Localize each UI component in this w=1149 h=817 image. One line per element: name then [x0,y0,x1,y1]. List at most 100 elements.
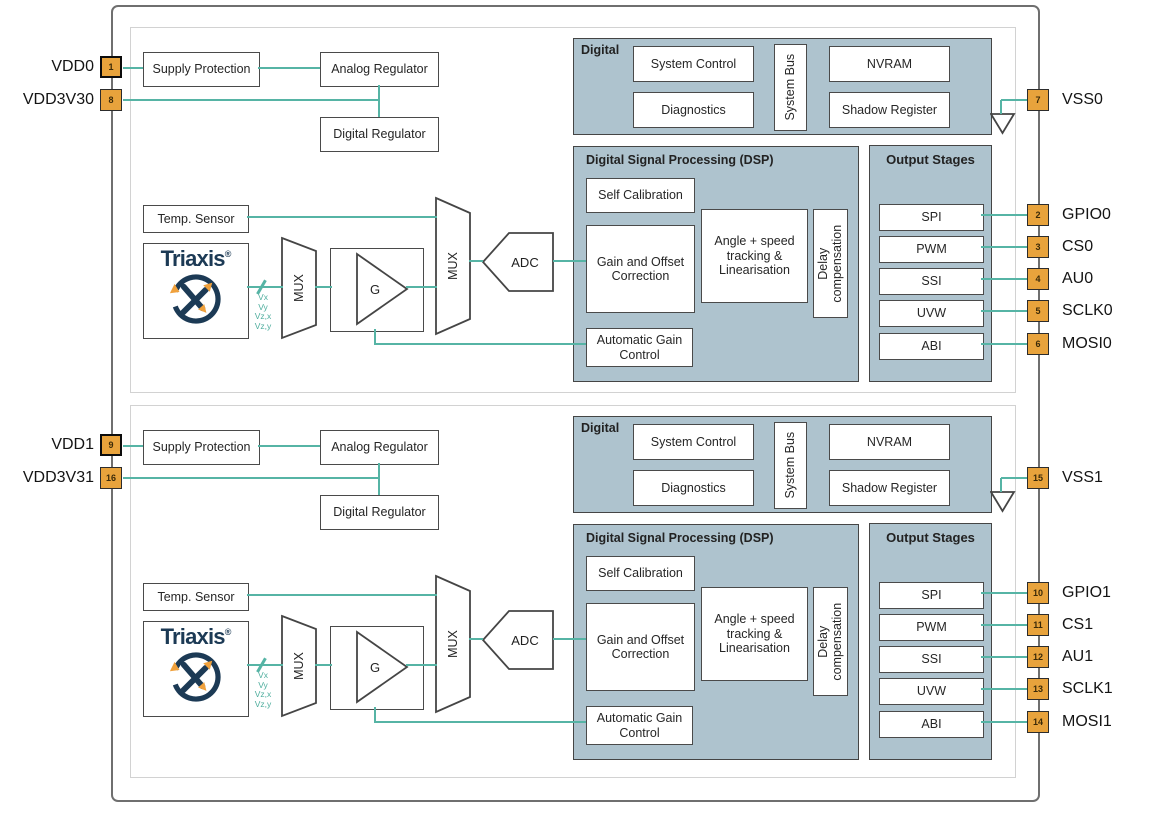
wire [406,286,437,288]
pin-square: 1 [100,56,122,78]
wire [981,343,1027,345]
wire [247,664,283,666]
pin-number: 2 [1035,210,1041,220]
pin-square: 12 [1027,646,1049,668]
output-stages-block: Output Stages SPI PWM SSI UVW ABI [869,145,992,382]
output-ssi-box: SSI [879,646,984,673]
wire [315,286,332,288]
wire [315,664,332,666]
wire [1000,100,1002,114]
gain-label: G [369,281,381,297]
nvram-box: NVRAM [829,46,950,82]
adc-icon: ADC [481,609,555,671]
pin-number: 6 [1035,339,1041,349]
dsp-title: Digital Signal Processing (DSP) [586,531,774,545]
system-bus-box: System Bus [774,422,807,509]
pin-label-vdd: VDD1 [51,436,94,453]
mux-icon: MUX [435,196,471,336]
wire [553,638,586,640]
triaxis-logo-icon [169,652,221,702]
amplifier-icon [356,630,409,704]
delay-compensation-box: Delay compensation [813,209,848,318]
gain-offset-correction-box: Gain and Offset Correction [586,603,695,691]
mux-label: MUX [292,274,306,302]
system-bus-label: System Bus [783,432,798,499]
wire [378,463,380,495]
automatic-gain-control-box: Automatic Gain Control [586,706,693,745]
wire [1001,477,1028,479]
pin-square: 3 [1027,236,1049,258]
wire [374,707,376,723]
output-stages-block: Output Stages SPI PWM SSI UVW ABI [869,523,992,760]
wire [258,67,320,69]
chip-outline [111,5,1040,802]
automatic-gain-control-box: Automatic Gain Control [586,328,693,367]
pin-square: 10 [1027,582,1049,604]
pin-square: 13 [1027,678,1049,700]
output-abi-box: ABI [879,333,984,360]
pin-number: 12 [1032,652,1043,662]
gain-offset-correction-box: Gain and Offset Correction [586,225,695,313]
digital-regulator-box: Digital Regulator [320,495,439,530]
delay-compensation-label: Delay compensation [815,602,844,681]
pin-number: 3 [1035,242,1041,252]
pin-square: 7 [1027,89,1049,111]
pin-number: 11 [1033,620,1043,630]
supply-protection-box: Supply Protection [143,52,260,87]
output-pwm-box: PWM [879,236,984,263]
ground-icon [989,491,1016,513]
pin-label-sclk: SCLK0 [1062,302,1113,319]
adc-label: ADC [511,632,539,648]
delay-compensation-box: Delay compensation [813,587,848,696]
wire [981,721,1027,723]
wire [374,721,586,723]
angle-speed-tracking-box: Angle + speed tracking & Linearisation [701,209,808,303]
nvram-box: NVRAM [829,424,950,460]
amplifier-icon [356,252,409,326]
pin-label-vss: VSS0 [1062,91,1103,108]
output-uvw-box: UVW [879,300,984,327]
dsp-block: Digital Signal Processing (DSP) Self Cal… [573,524,859,760]
self-calibration-box: Self Calibration [586,556,695,591]
wire [1001,99,1028,101]
wire [123,477,379,479]
pin-square: 11 [1027,614,1049,636]
pin-number: 8 [108,95,114,105]
pin-label-au: AU1 [1062,648,1094,665]
system-control-box: System Control [633,424,754,460]
pin-square: 9 [100,434,122,456]
die-outline [130,405,1016,778]
output-spi-box: SPI [879,582,984,609]
wire [981,592,1027,594]
analog-regulator-box: Analog Regulator [320,52,439,87]
temp-sensor-box: Temp. Sensor [143,205,249,233]
pin-number: 10 [1032,588,1043,598]
delay-compensation-label: Delay compensation [815,224,844,303]
wire [1000,478,1002,492]
shadow-register-box: Shadow Register [829,92,950,128]
gain-label: G [369,659,381,675]
pin-number: 13 [1032,684,1043,694]
wire [981,688,1027,690]
pin-number: 16 [105,473,116,483]
supply-protection-box: Supply Protection [143,430,260,465]
output-uvw-box: UVW [879,678,984,705]
shadow-register-box: Shadow Register [829,470,950,506]
pin-label-sclk: SCLK1 [1062,680,1113,697]
wire [469,638,483,640]
pin-square: 8 [100,89,122,111]
dsp-title: Digital Signal Processing (DSP) [586,153,774,167]
analog-regulator-box: Analog Regulator [320,430,439,465]
pin-label-gpio: GPIO1 [1062,584,1111,601]
wire [247,594,437,596]
triaxis-sensor-box: Triaxis® [143,621,249,717]
pin-number: 1 [108,62,114,72]
pin-label-gpio: GPIO0 [1062,206,1111,223]
pin-square: 5 [1027,300,1049,322]
wire [123,67,143,69]
self-calibration-box: Self Calibration [586,178,695,213]
pin-square: 4 [1027,268,1049,290]
digital-block: Digital System Control Diagnostics Syste… [573,416,992,513]
pin-number: 7 [1035,95,1041,105]
